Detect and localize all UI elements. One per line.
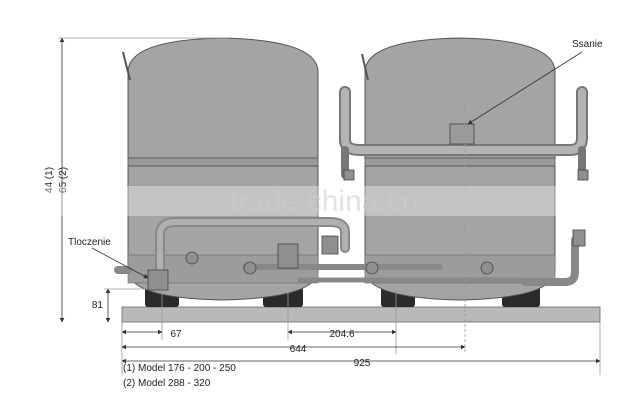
dim-925-label: 925 [354,358,371,369]
suction-port [449,123,475,145]
dim-644-label: 644 [290,344,307,355]
model-note-2: (2) Model 288 - 320 [123,378,211,389]
discharge-leader [91,247,149,279]
right-compressor [361,37,556,301]
suction-label: Ssanie [572,39,603,50]
height-label: 44 (1) [44,167,55,193]
base-height-label: 81 [92,300,104,311]
height-dimension [58,37,228,323]
fittings [147,169,589,291]
base-plate [121,306,601,323]
suction-leader [467,51,583,125]
dim-67-label: 67 [170,329,182,340]
dim-204-label: 204.6 [329,329,354,340]
discharge-piping [114,217,579,286]
watermark: trade.china.cn [230,185,418,218]
height-alt-label: 65 (2) [58,167,69,193]
discharge-label: Tloczenie [68,237,111,248]
watermark-band [0,186,635,216]
model-note-1: (1) Model 176 - 200 - 250 [123,363,236,374]
horizontal-dimensions [121,104,601,375]
